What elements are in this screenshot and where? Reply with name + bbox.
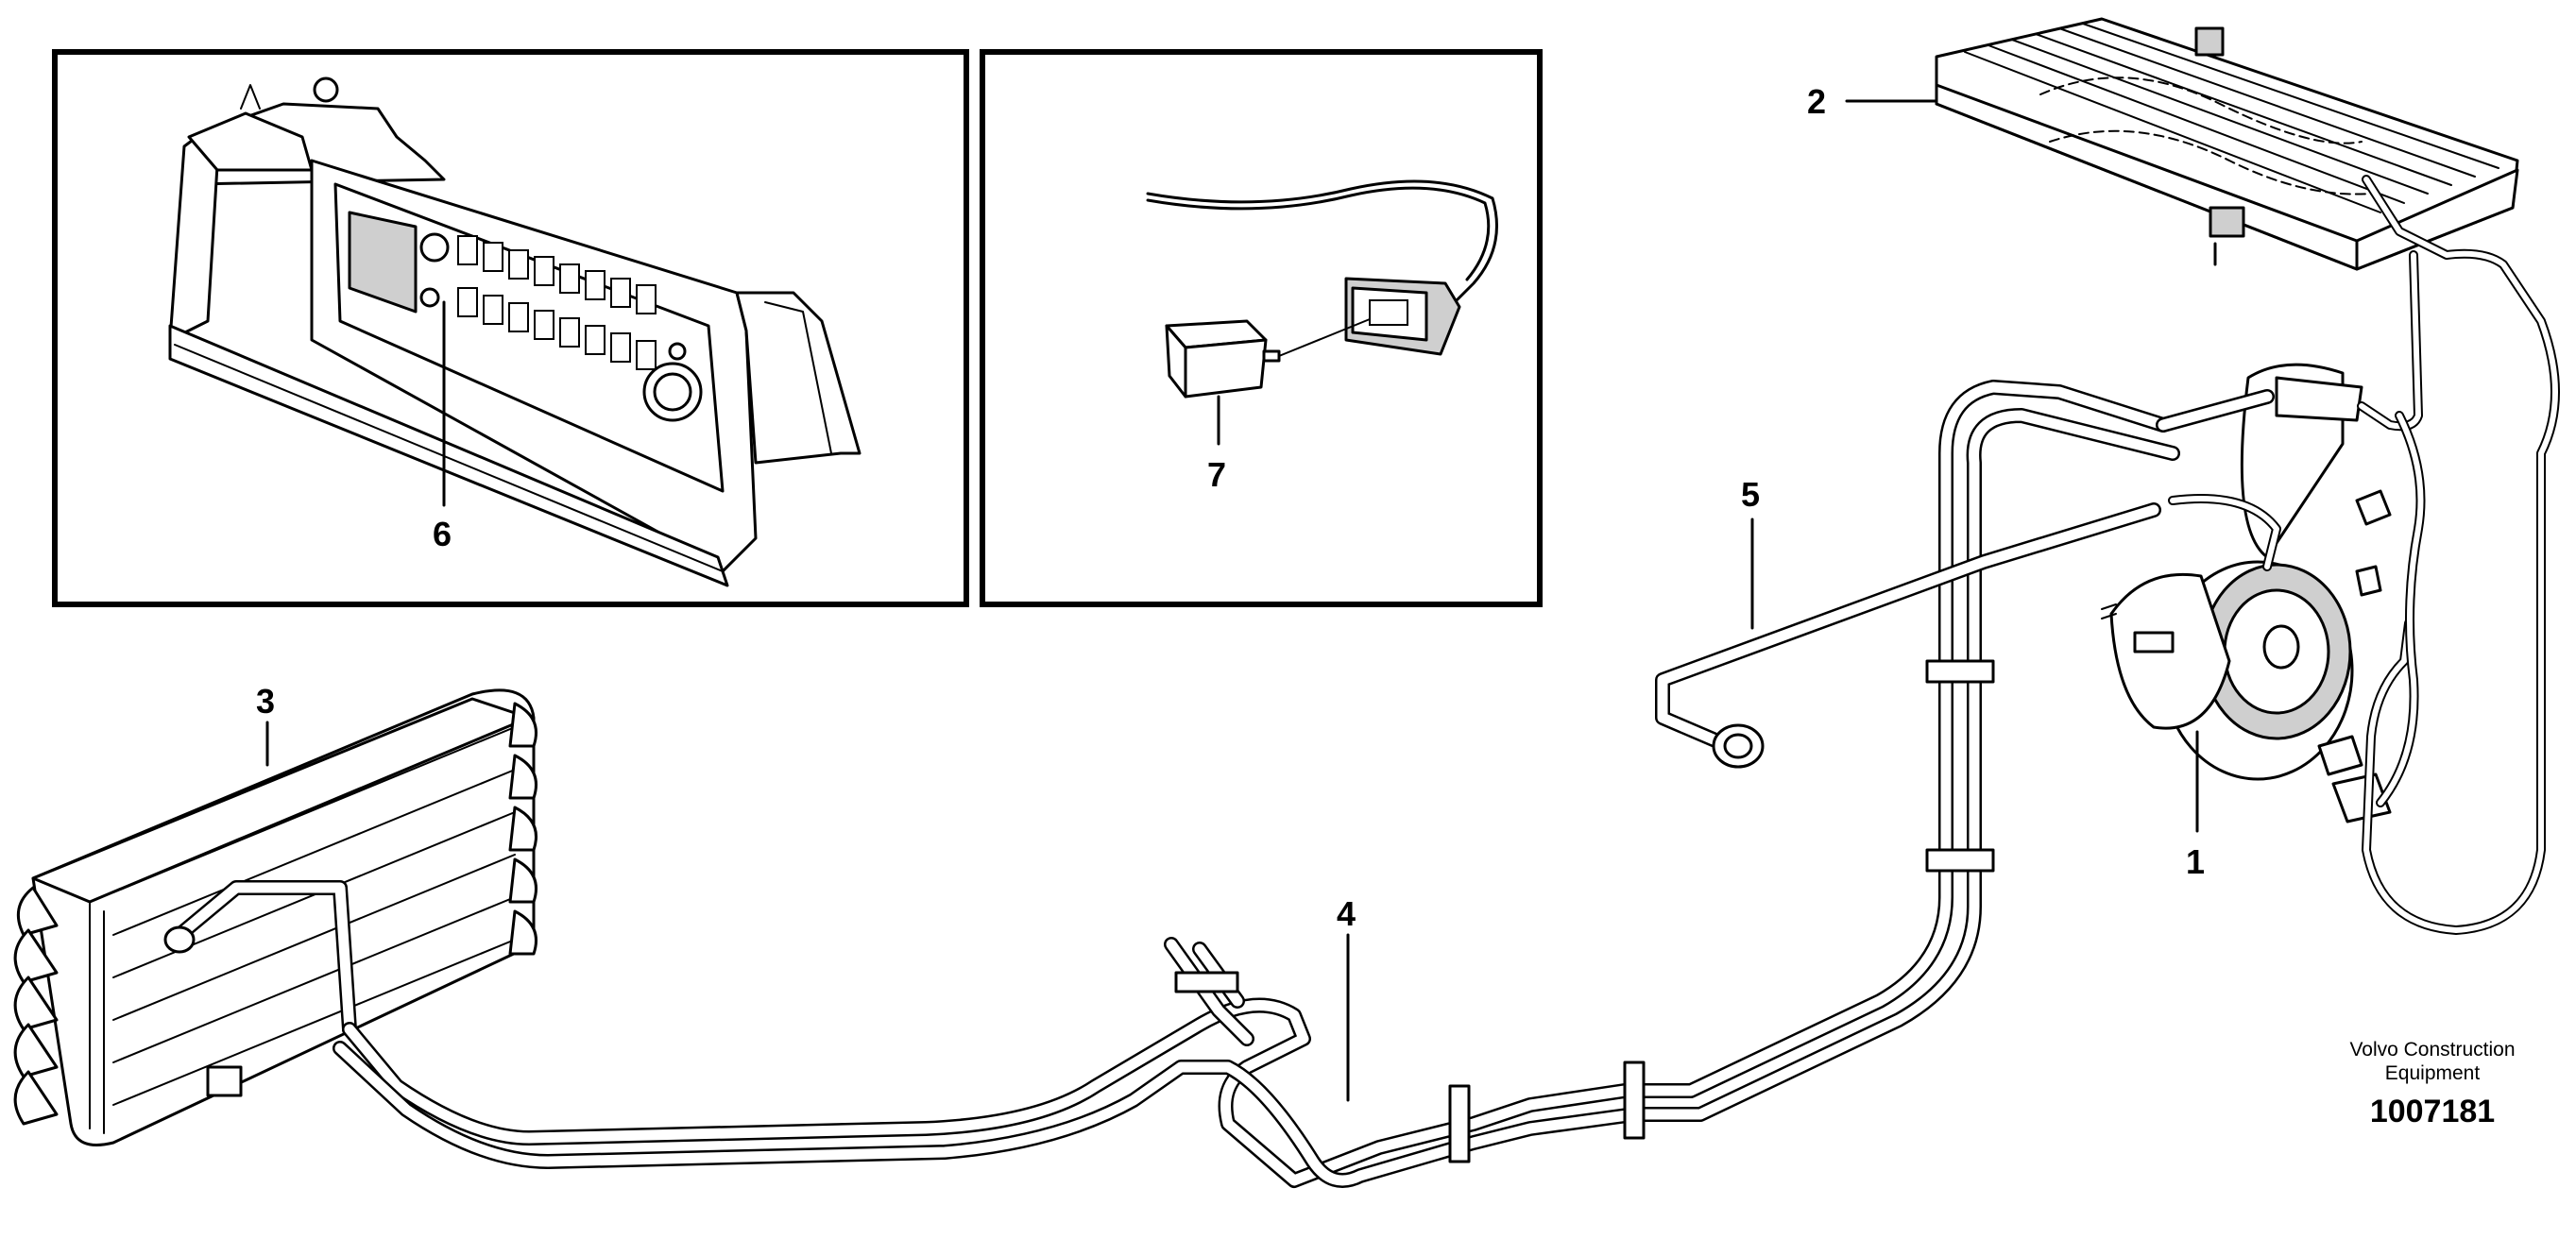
condenser-icon bbox=[1935, 17, 2519, 271]
refrigerant-hoses bbox=[206, 380, 2275, 1188]
callout-2: 2 bbox=[1807, 82, 1938, 121]
callout-5: 5 bbox=[1741, 475, 1760, 630]
svg-text:3: 3 bbox=[256, 682, 275, 721]
credit-line-2: Equipment bbox=[2385, 1062, 2481, 1084]
svg-text:5: 5 bbox=[1741, 475, 1760, 514]
callout-6: 6 bbox=[433, 300, 452, 553]
callout-3: 3 bbox=[256, 682, 275, 767]
callout-7: 7 bbox=[1207, 395, 1226, 494]
pressure-switch-pipe bbox=[1655, 502, 2161, 769]
credit-line-1: Volvo Construction bbox=[2349, 1039, 2515, 1061]
compressor-hoses bbox=[2168, 175, 2560, 935]
svg-text:4: 4 bbox=[1337, 894, 1356, 933]
credit-block: Volvo Construction Equipment 1007181 bbox=[2349, 1039, 2515, 1129]
svg-text:7: 7 bbox=[1207, 455, 1226, 494]
callout-1: 1 bbox=[2186, 730, 2205, 881]
svg-text:6: 6 bbox=[433, 515, 452, 553]
compressor-icon bbox=[2101, 363, 2392, 823]
relay-icon bbox=[1146, 179, 1498, 399]
instrument-panel-icon bbox=[168, 76, 862, 587]
svg-text:2: 2 bbox=[1807, 82, 1826, 121]
evaporator-icon bbox=[13, 688, 537, 1146]
part-number: 1007181 bbox=[2370, 1094, 2495, 1129]
svg-text:1: 1 bbox=[2186, 842, 2205, 881]
callout-4: 4 bbox=[1337, 894, 1356, 1102]
inset-panel-frame bbox=[52, 49, 969, 607]
inset-relay-frame bbox=[980, 49, 1543, 607]
